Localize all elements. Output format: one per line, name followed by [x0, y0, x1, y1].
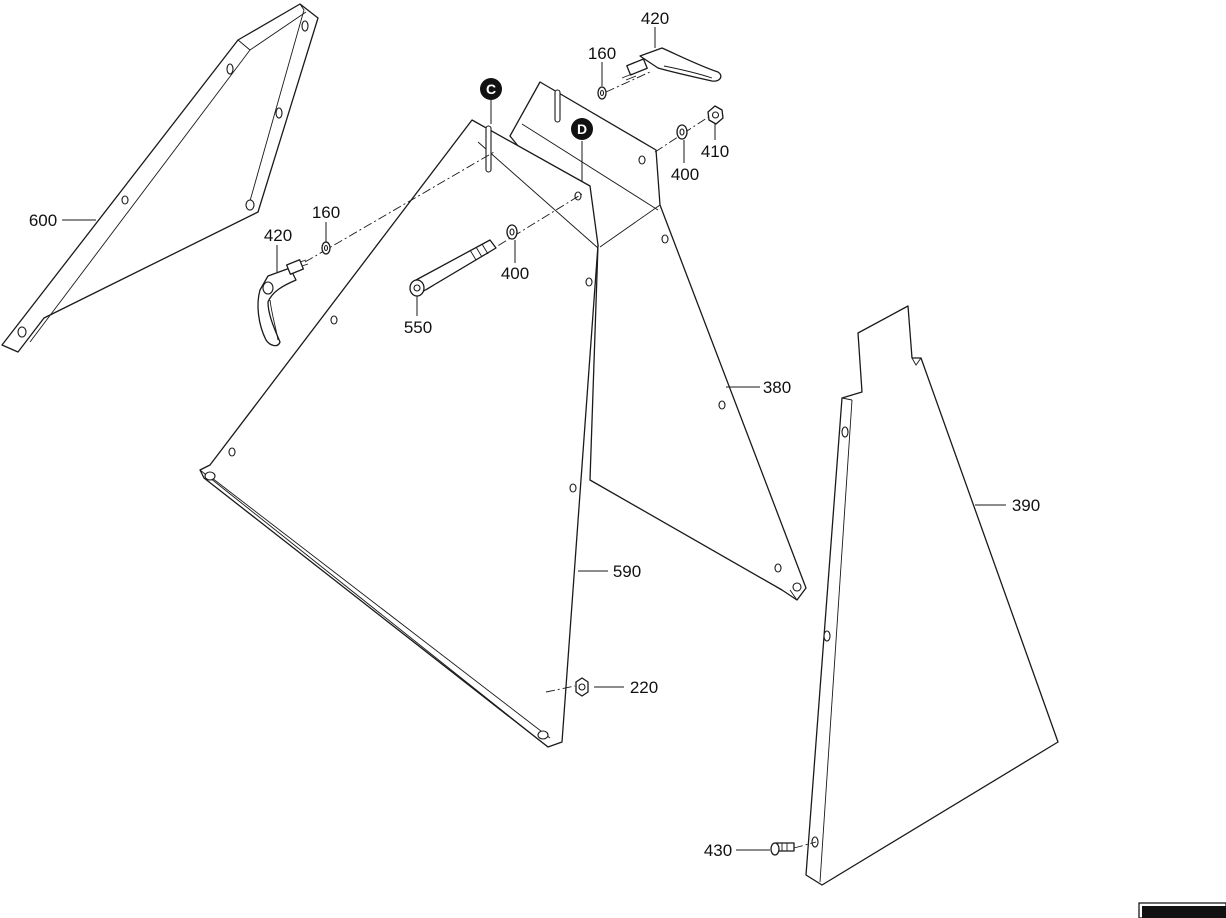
hole: [774, 563, 782, 573]
hole: [301, 20, 309, 32]
corner-badge: [1138, 902, 1226, 918]
handle-420-top: [621, 47, 722, 82]
label-430: 430: [704, 841, 732, 860]
leader-lines: [62, 27, 1006, 851]
nut-410: [707, 105, 724, 125]
hole: [537, 730, 549, 740]
hole: [585, 277, 593, 287]
callout-c-label: C: [486, 81, 496, 97]
screw-430: [770, 842, 795, 856]
label-420-top: 420: [641, 9, 669, 28]
label-390: 390: [1012, 496, 1040, 515]
slot: [554, 89, 561, 123]
handle-420-left: [257, 259, 309, 347]
hole: [226, 63, 234, 75]
hole: [204, 471, 216, 481]
part-390-right-panel: [805, 305, 1059, 886]
label-550: 550: [404, 318, 432, 337]
hole: [569, 483, 577, 493]
label-380: 380: [763, 378, 791, 397]
bolt-550: [409, 239, 497, 297]
hole: [792, 582, 802, 592]
label-400-mid: 400: [501, 264, 529, 283]
label-590: 590: [613, 562, 641, 581]
washer-160-left: [321, 241, 331, 255]
hole: [661, 234, 669, 244]
washer-400-top: [676, 124, 688, 140]
hole: [121, 195, 129, 205]
hole: [228, 447, 236, 457]
label-160-left: 160: [312, 203, 340, 222]
part-590-front-panel: [199, 119, 599, 748]
label-600: 600: [29, 211, 57, 230]
hole: [841, 426, 849, 438]
hole: [718, 400, 726, 410]
part-labels: 420 160 410 400 600 160 420 400 550 380 …: [29, 9, 1040, 860]
washer-160-top: [597, 86, 607, 100]
hole: [245, 199, 255, 211]
label-220: 220: [630, 678, 658, 697]
washer-400-mid: [506, 224, 518, 240]
hole: [638, 155, 646, 165]
label-400-top: 400: [671, 165, 699, 184]
slot: [485, 125, 492, 173]
callout-d: D: [571, 118, 593, 140]
part-600-brace: [1, 3, 319, 353]
callout-c: C: [480, 78, 502, 100]
nut-220: [575, 677, 589, 697]
hole: [823, 630, 831, 642]
hole: [330, 315, 338, 325]
label-160-top: 160: [588, 44, 616, 63]
hole: [275, 107, 283, 119]
hole: [17, 326, 27, 338]
label-420-left: 420: [264, 226, 292, 245]
label-410: 410: [701, 142, 729, 161]
callout-d-label: D: [577, 121, 587, 137]
